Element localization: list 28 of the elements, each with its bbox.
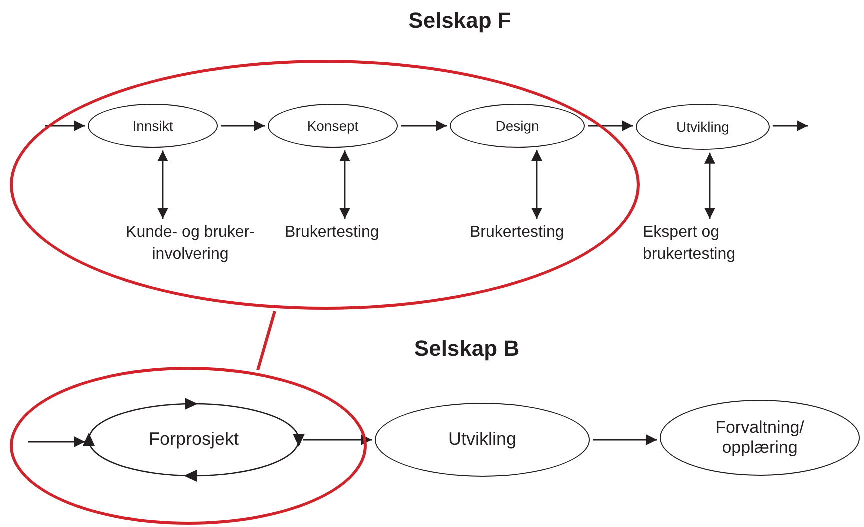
double-arrow bbox=[532, 150, 542, 219]
process-label: Forprosjekt bbox=[148, 429, 240, 451]
arrow bbox=[28, 436, 86, 448]
process-ellipse: Utvikling bbox=[375, 403, 590, 477]
arrow bbox=[45, 120, 85, 132]
annotation-text: Ekspert og brukertesting bbox=[643, 222, 768, 267]
double-arrow bbox=[704, 152, 716, 219]
double-arrow bbox=[340, 150, 350, 219]
arrow bbox=[303, 434, 372, 446]
process-ellipse: Utvikling bbox=[636, 104, 770, 150]
arrow bbox=[593, 434, 658, 446]
section-heading: Selskap B bbox=[414, 336, 520, 362]
process-ellipse: Design bbox=[450, 104, 585, 148]
company-ellipse bbox=[10, 367, 367, 525]
annotation-text: Brukertesting bbox=[285, 222, 380, 244]
annotation-text: Kunde- og bruker-involvering bbox=[103, 222, 278, 267]
process-ellipse: Innsikt bbox=[88, 104, 218, 148]
arrow bbox=[772, 120, 808, 132]
process-ellipse: Konsept bbox=[268, 104, 398, 148]
company-ellipse bbox=[10, 60, 640, 310]
connector-line bbox=[256, 311, 276, 371]
arrow bbox=[221, 120, 265, 132]
arrow bbox=[401, 120, 447, 132]
process-ellipse: Forvaltning/ opplæring bbox=[660, 400, 860, 476]
section-heading: Selskap F bbox=[408, 8, 512, 34]
arrow bbox=[588, 120, 634, 132]
double-arrow bbox=[158, 150, 168, 219]
annotation-text: Brukertesting bbox=[470, 222, 564, 244]
